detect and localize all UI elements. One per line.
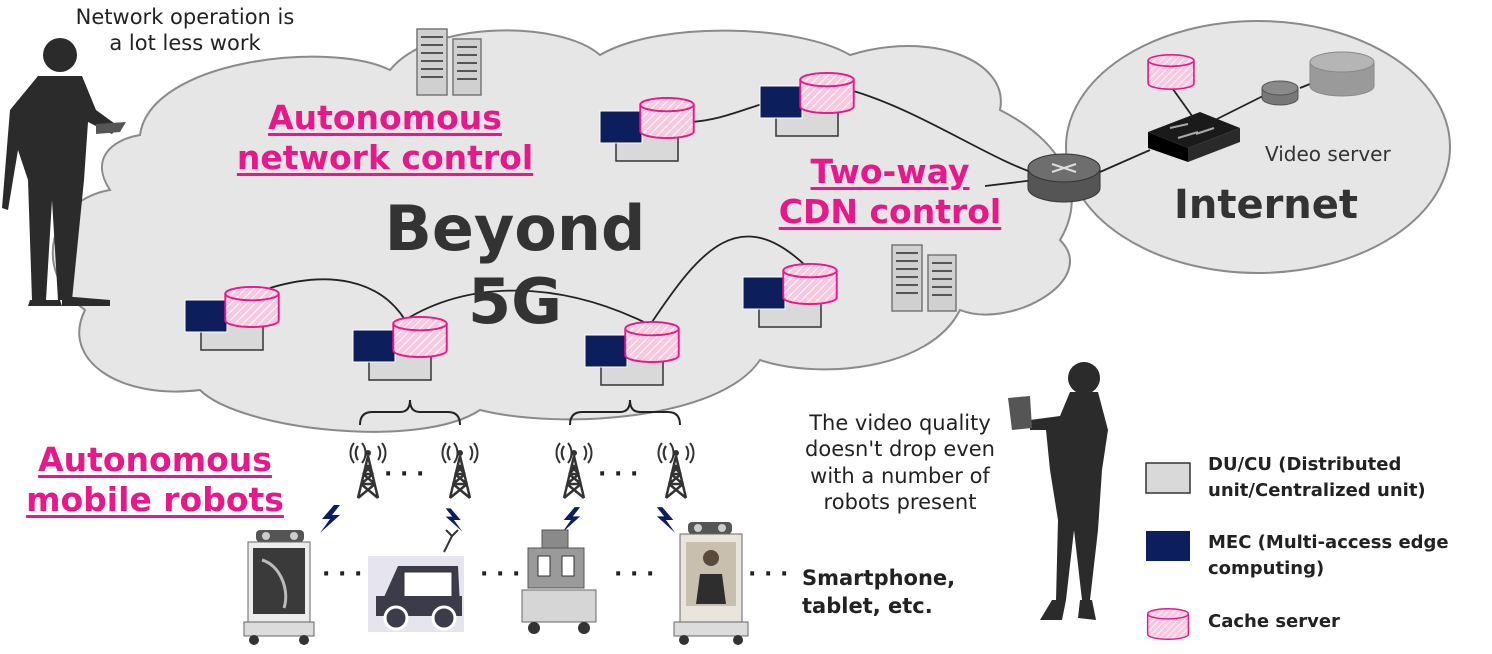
ellipsis: · · · <box>614 562 655 587</box>
robots-title-line: Autonomous <box>38 440 272 479</box>
wireless-signal-icon <box>561 507 581 533</box>
wireless-signal-icon <box>445 508 463 532</box>
wireless-signal-icon <box>320 505 340 533</box>
legend-label-cache: Cache server <box>1208 609 1340 635</box>
network-control-line: network control <box>236 138 534 178</box>
ellipsis: · · · <box>322 562 363 587</box>
legend-label-line: DU/CU (Distributed <box>1208 454 1402 475</box>
quality-note-line: robots present <box>823 489 977 514</box>
router-icon <box>1027 153 1101 203</box>
quality-note-line: The video quality <box>809 411 991 435</box>
internet-title: Internet <box>1173 182 1359 228</box>
network-control-title: Autonomous network control <box>225 98 545 179</box>
robot-kiosk-icon <box>673 522 749 645</box>
cdn-control-line: Two-way <box>810 152 970 191</box>
ellipsis: · · · <box>384 462 425 487</box>
ellipsis: · · · <box>748 562 789 587</box>
cell-tower-icon <box>441 441 479 500</box>
cdn-control-line: CDN control <box>778 192 1002 232</box>
devices-line: tablet, etc. <box>802 594 933 619</box>
legend-label-mec: MEC (Multi-access edge computing) <box>1208 530 1449 582</box>
bracket <box>359 399 461 426</box>
video-server-label: Video server <box>1265 142 1391 166</box>
legend-swatch-cache <box>1146 607 1190 641</box>
cdn-control-title: Two-way CDN control <box>775 152 1005 233</box>
legend-label-du-cu: DU/CU (Distributed unit/Centralized unit… <box>1208 452 1426 504</box>
cache-server-icon <box>1147 53 1195 91</box>
cell-tower-icon <box>555 441 593 500</box>
viewer-silhouette <box>1008 362 1108 620</box>
quality-note-line: with a number of <box>810 463 990 488</box>
cell-tower-icon <box>349 441 387 500</box>
legend-swatch-mec <box>1146 531 1190 561</box>
devices-line: Smartphone, <box>802 566 956 590</box>
legend-label-line: MEC (Multi-access edge <box>1208 532 1449 553</box>
cell-tower-icon <box>657 441 695 500</box>
quality-note-line: doesn't drop even <box>805 437 995 462</box>
legend-label-line: unit/Centralized unit) <box>1208 480 1426 502</box>
cloud-title: Beyond 5G <box>384 192 646 338</box>
ellipsis: · · · <box>598 462 639 487</box>
small-router-icon <box>1261 80 1299 106</box>
operator-silhouette <box>2 38 126 306</box>
robot-vehicle-icon <box>368 529 464 632</box>
legend-label-line: computing) <box>1208 558 1325 580</box>
internet-cloud <box>1065 20 1451 274</box>
legend-swatch-du-cu <box>1145 462 1191 494</box>
network-control-line: Autonomous <box>268 98 502 137</box>
legend-label-line: Cache server <box>1208 611 1340 632</box>
robots-title-line: mobile robots <box>26 480 284 520</box>
ellipsis: · · · <box>480 562 521 587</box>
quality-note: The video quality doesn't drop even with… <box>782 410 1018 515</box>
operator-note: Network operation is a lot less work <box>50 4 320 57</box>
operator-note-line: Network operation is <box>75 5 295 29</box>
wireless-signal-icon <box>656 507 676 533</box>
robot-box-icon <box>521 529 597 634</box>
switch-icon <box>1148 112 1240 162</box>
devices-label: Smartphone, tablet, etc. <box>802 564 955 621</box>
robot-kiosk-icon <box>243 530 315 645</box>
database-icon <box>1309 51 1375 97</box>
robots-title: Autonomous mobile robots <box>20 440 290 521</box>
operator-note-line: a lot less work <box>109 31 261 56</box>
bracket <box>569 399 681 426</box>
